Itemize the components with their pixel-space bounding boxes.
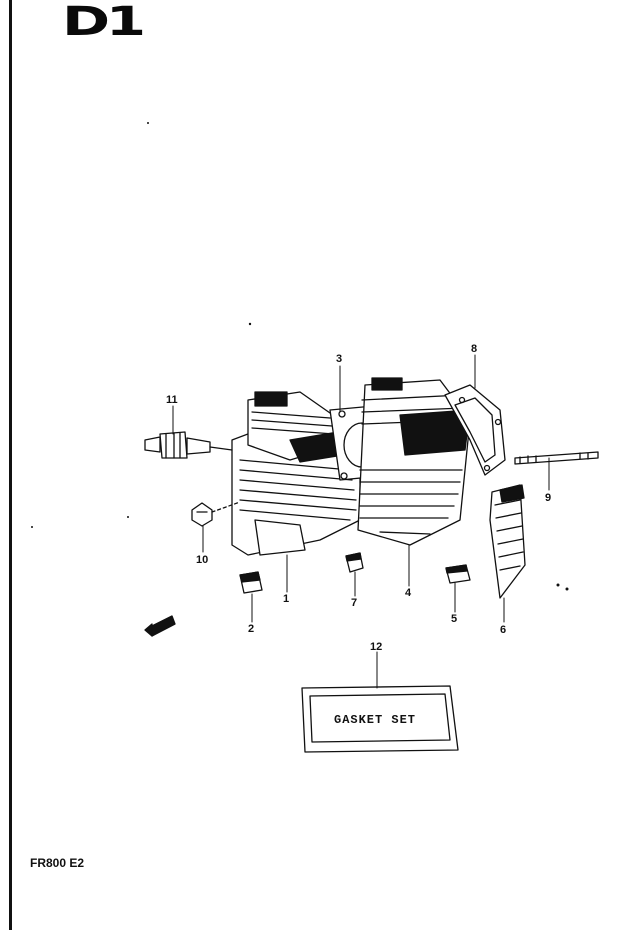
cover-plate-part-6	[489, 484, 526, 599]
stud-bolt-part-9	[514, 451, 599, 465]
page-code: D1	[62, 0, 146, 45]
callout-2: 2	[248, 623, 254, 635]
cap-part-7	[345, 552, 364, 573]
callout-5: 5	[451, 613, 457, 625]
cap-part-2	[239, 571, 263, 594]
callout-10: 10	[196, 554, 208, 566]
callout-11: 11	[166, 394, 178, 406]
callout-7: 7	[351, 597, 357, 609]
page-left-border	[9, 0, 12, 930]
spark-plug-part-11	[144, 431, 233, 459]
callout-12: 12	[370, 641, 382, 653]
cylinder-part-4	[357, 377, 471, 546]
callout-8: 8	[471, 343, 477, 355]
callout-9: 9	[545, 492, 551, 504]
print-specks	[31, 122, 569, 591]
callout-6: 6	[500, 624, 506, 636]
front-arrow-icon	[144, 615, 176, 637]
callout-4: 4	[405, 587, 412, 599]
base-gasket-part-8	[444, 384, 506, 476]
model-code: FR800 E2	[30, 856, 85, 870]
nut-part-10	[191, 501, 241, 527]
callout-3: 3	[336, 353, 342, 365]
gasket-set-box-part-12	[301, 685, 459, 753]
leader-lines	[172, 354, 550, 689]
cylinder-head-part-1	[231, 391, 363, 556]
callout-1: 1	[283, 593, 289, 605]
gasket-set-label: GASKET SET	[334, 713, 416, 727]
cap-part-5	[445, 564, 471, 584]
